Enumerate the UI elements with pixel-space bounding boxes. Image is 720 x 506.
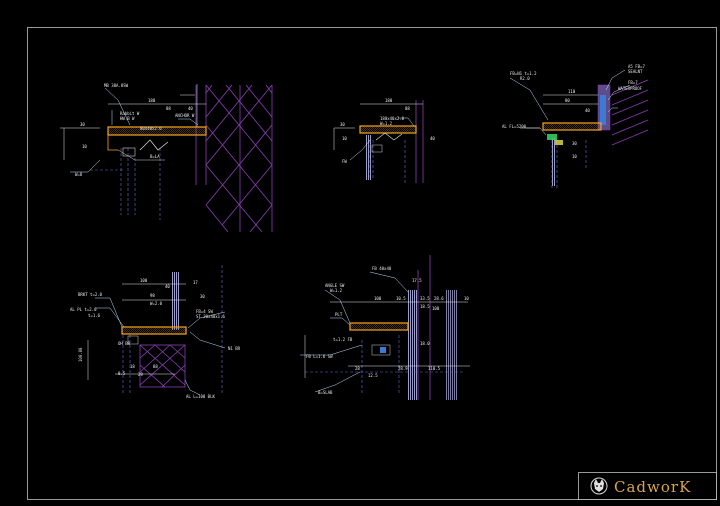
d5-post [408,290,418,400]
detail-5: FB 40x40 ANGLE SW W=1.2 PLT t=1.2 FB FB … [300,255,470,400]
detail-2: 180x40x2.0 W=1.2 FW 180 88 40 30 10 [333,98,435,183]
d1-label-6: B=LA [150,154,160,159]
d2-label-0: 180x40x2.0 [380,116,405,121]
brand-block: CadworK [578,472,717,500]
d1-dim-0: 180 [148,98,156,103]
d1-dim-1: 88 [166,106,171,111]
d4-label-0: BRKT t=2.0 [78,292,103,297]
d2-wall-strip [366,135,372,180]
d3-label-6: WATERPROOF [618,86,643,91]
detail-1: MB 38A.8SW Rabbit W HW.B W ANCHOR W 80x4… [60,83,273,233]
d1-label-1: Rabbit W [120,111,140,116]
d4-label-4: t=1.6 [88,313,101,318]
d4-dim-5: 88 [153,364,158,369]
d1-label-4: 80x40x2.0 [140,126,162,131]
d4-post [172,272,180,330]
d4-label-3: ST 20x40x1.6 [196,314,225,319]
d4-dim-9: 100.00 [78,347,83,362]
d1-label-2: HW.B W [120,116,135,121]
d2-label-2: FW [342,159,347,164]
d5-dim-7: 100 [432,306,440,311]
d4-dim-6: 18 [130,364,135,369]
d4-label-6: N1 BR [228,346,241,351]
d4-dim-2: 40 [165,284,170,289]
d3-dim-3: 30 [572,141,577,146]
d3-dim-2: 40 [585,108,590,113]
d5-dim-10: 110.5 [428,366,441,371]
d1-lattice [195,84,273,233]
d1-dim-3: 30 [80,122,85,127]
d5-dim-4: 28.6 [434,296,444,301]
d4-dim-7: 8.5 [118,371,126,376]
d5-profile [349,322,409,331]
d5-label-6: B=SLAB [318,390,333,395]
d5-label-5: FB L=1.6 SW [306,354,333,359]
d3-dim-4: 10 [572,154,577,159]
d5-dim-11: 28 [355,366,360,371]
d3-label-0: A5 FB=7 [628,64,645,69]
d3-dim-0: 110 [568,89,576,94]
d1-profile [107,126,207,136]
d2-label-1: W=1.2 [380,121,393,126]
d5-dim-12: 12.5 [368,373,378,378]
d5-label-0: FB 40x40 [372,266,392,271]
d3-wall-strip [551,138,556,186]
d2-dim-4: 10 [342,136,347,141]
d3-label-1: SEALNT [628,69,643,74]
d5-column [446,290,458,400]
d5-dim-8: 28.9 [398,366,408,371]
d5-label-2: W=1.2 [330,288,343,293]
d4-dim-1: 98 [150,293,155,298]
d3-label-5: AL FL=5200 [502,124,527,129]
d1-dim-4: 10 [82,144,87,149]
d5-dim-6: 18.5 [420,304,430,309]
d2-dim-1: 88 [405,106,410,111]
d4-dim-0: 100 [140,278,148,283]
d5-label-1: ANGLE SW [325,283,345,288]
d4-dim-8: 29 [138,372,143,377]
d2-dim-3: 30 [340,122,345,127]
d1-dim-2: 40 [188,106,193,111]
d4-dim-3: 17 [193,280,198,285]
wolf-head-icon [590,477,608,495]
d5-dim-9: 18.0 [420,341,430,346]
d5-dim-1: 100 [374,296,382,301]
d5-label-4: t=1.2 FB [333,337,353,342]
d4-label-1: AL PL t=2.0 [70,307,97,312]
d4-label-2: FB=4 SW [196,309,213,314]
d3-profile [542,122,602,131]
d4-dim-4: 30 [200,294,205,299]
d2-dim-2: 40 [430,136,435,141]
d2-dim-0: 180 [385,98,393,103]
d3-dim-1: 80 [565,98,570,103]
d4-label-7: OH BR [118,341,131,346]
d1-label-5: W=8 [75,172,83,177]
d5-dim-3: 33.5 [420,296,430,301]
d5-dim-2: 10.5 [396,296,406,301]
d2-profile [359,125,417,134]
d4-profile [121,326,187,335]
d4-label-5: W=2.0 [150,301,163,306]
d3-label-3: FB=N1 t=1.2 [510,71,537,76]
d5-dim-0: 17.5 [412,278,422,283]
detail-3: A5 FB=7 SEALNT FB=7 FB=N1 t=1.2 R2.0 AL … [502,64,649,190]
d3-label-2: FB=7 [628,80,638,85]
d5-label-3: PLT [335,312,343,317]
d1-label-3: ANCHOR W [175,113,195,118]
d1-label-0: MB 38A.8SW [104,83,129,88]
detail-4: BRKT t=2.0 AL PL t=2.0 FB=4 SW ST 20x40x… [70,265,241,399]
d5-dim-5: 10 [464,296,469,301]
sheet-border [27,27,717,500]
d3-label-4: R2.0 [520,76,530,81]
brand-name: CadworK [614,478,691,496]
d4-label-8: AL L=100 BLK [186,394,215,399]
